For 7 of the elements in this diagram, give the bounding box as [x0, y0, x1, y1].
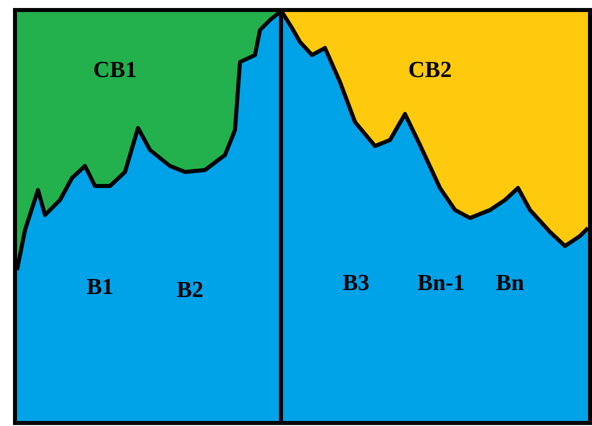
region-label: Bn-1 [417, 270, 465, 296]
region-label: CB2 [408, 57, 452, 83]
region-label: B1 [86, 274, 114, 300]
region-label: Bn [496, 270, 524, 296]
region-label: B2 [176, 277, 204, 303]
region-label: B3 [342, 270, 370, 296]
region-label: CB1 [93, 57, 137, 83]
